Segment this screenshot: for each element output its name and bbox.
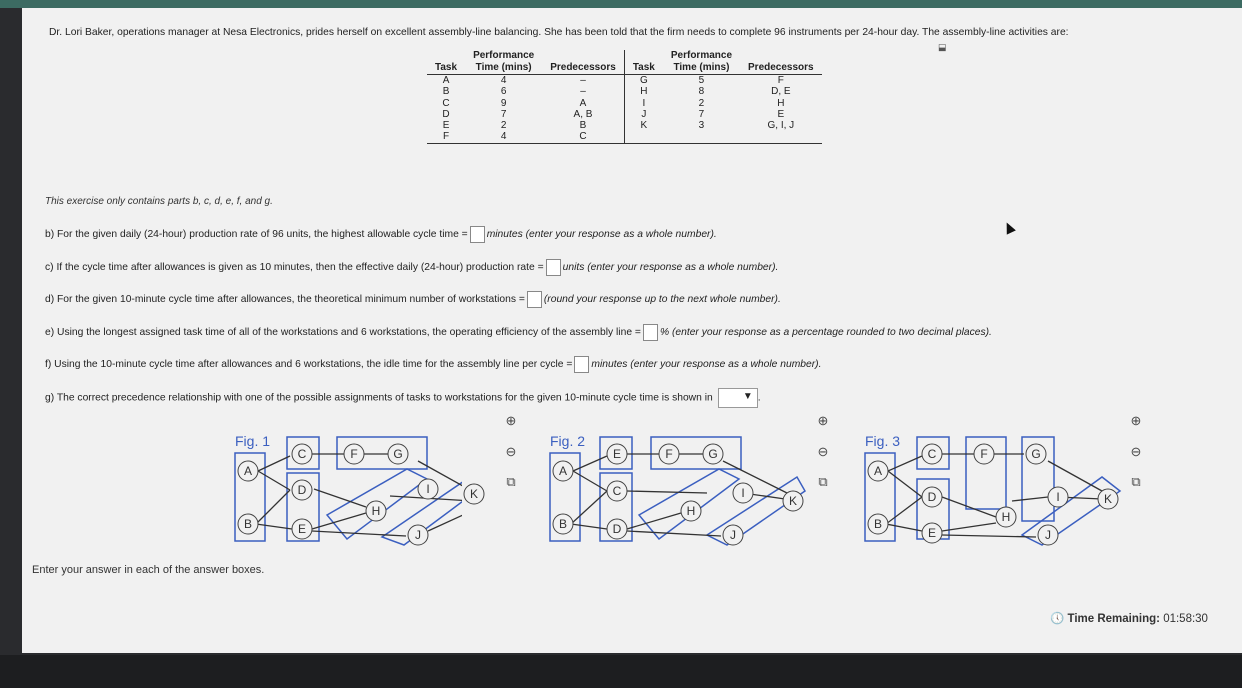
svg-text:F: F: [980, 447, 987, 461]
popout-icon[interactable]: ⧉: [818, 474, 828, 489]
answer-b-input[interactable]: [469, 226, 485, 243]
svg-text:D: D: [928, 490, 937, 504]
svg-text:B: B: [559, 517, 567, 531]
zoom-out-icon[interactable]: ⊖: [1130, 444, 1142, 459]
svg-text:H: H: [1002, 510, 1011, 524]
svg-text:C: C: [928, 447, 937, 461]
node-g: G: [393, 447, 402, 461]
mouse-cursor: [1002, 220, 1016, 235]
question-g: g) The correct precedence relationship w…: [45, 388, 761, 408]
question-f: f) Using the 10-minute cycle time after …: [45, 356, 821, 373]
svg-text:I: I: [1056, 490, 1059, 504]
figure-label: Fig. 1: [235, 433, 270, 449]
node-a: A: [244, 464, 252, 478]
node-k: K: [463, 483, 485, 505]
problem-intro: Dr. Lori Baker, operations manager at Ne…: [49, 27, 1069, 38]
bottom-bezel: [0, 655, 1242, 688]
popout-icon[interactable]: ⧉: [1131, 474, 1141, 489]
svg-text:A: A: [874, 464, 882, 478]
svg-text:D: D: [613, 522, 622, 536]
node-c: C: [298, 447, 307, 461]
svg-text:H: H: [687, 504, 696, 518]
timer-value: 01:58:30: [1163, 613, 1208, 625]
figure-1[interactable]: Fig. 1 A B C D E F G H I: [232, 431, 462, 546]
svg-text:B: B: [874, 517, 882, 531]
node-h: H: [372, 504, 381, 518]
svg-text:K: K: [470, 487, 478, 501]
zoom-out-icon[interactable]: ⊖: [817, 444, 829, 459]
popout-icon[interactable]: ⧉: [506, 474, 516, 489]
clock-icon: 🕔: [1050, 613, 1065, 625]
svg-text:G: G: [708, 447, 717, 461]
question-d: d) For the given 10-minute cycle time af…: [45, 291, 781, 308]
svg-text:J: J: [1045, 528, 1051, 542]
answer-instructions: Enter your answer in each of the answer …: [32, 564, 265, 576]
svg-text:F: F: [665, 447, 672, 461]
zoom-out-icon[interactable]: ⊖: [505, 444, 517, 459]
question-b: b) For the given daily (24-hour) product…: [45, 226, 717, 243]
answer-e-input[interactable]: [642, 324, 658, 341]
figure-label: Fig. 2: [550, 433, 585, 449]
question-e: e) Using the longest assigned task time …: [45, 324, 992, 341]
header-predecessors-2: Predecessors: [740, 50, 822, 75]
svg-text:K: K: [1104, 492, 1112, 506]
answer-g-select[interactable]: ▼: [717, 388, 758, 408]
node-f: F: [350, 447, 357, 461]
header-task-2: Task: [624, 50, 663, 75]
dropdown-arrow-icon: ▼: [742, 391, 753, 402]
figure-label: Fig. 3: [865, 433, 900, 449]
node-j: J: [415, 528, 421, 542]
collapse-icon[interactable]: ⬓: [938, 42, 947, 52]
svg-text:K: K: [789, 494, 797, 508]
top-bar: [0, 0, 1242, 8]
svg-text:J: J: [730, 528, 736, 542]
zoom-in-icon[interactable]: ⊕: [1130, 413, 1142, 428]
header-task: Task: [427, 50, 466, 75]
figure-3[interactable]: Fig. 3 A B C D E F G H I J: [862, 431, 1122, 546]
node-b: B: [244, 517, 252, 531]
node-i: I: [426, 482, 429, 496]
svg-text:E: E: [928, 526, 936, 540]
svg-text:E: E: [613, 447, 621, 461]
zoom-in-icon[interactable]: ⊕: [817, 413, 829, 428]
time-remaining: 🕔 Time Remaining: 01:58:30: [1050, 613, 1208, 625]
header-predecessors: Predecessors: [542, 50, 625, 75]
svg-text:C: C: [613, 484, 622, 498]
question-panel: Dr. Lori Baker, operations manager at Ne…: [22, 8, 1242, 653]
parts-note: This exercise only contains parts b, c, …: [45, 196, 273, 207]
question-c: c) If the cycle time after allowances is…: [45, 259, 778, 276]
zoom-in-icon[interactable]: ⊕: [505, 413, 517, 428]
figure-2[interactable]: Fig. 2 A B E C D F G H I J: [547, 431, 807, 546]
answer-f-input[interactable]: [574, 356, 590, 373]
answer-c-input[interactable]: [545, 259, 561, 276]
svg-text:G: G: [1031, 447, 1040, 461]
node-d: D: [298, 483, 307, 497]
svg-text:A: A: [559, 464, 567, 478]
svg-text:I: I: [741, 486, 744, 500]
answer-d-input[interactable]: [526, 291, 542, 308]
node-e: E: [298, 522, 306, 536]
